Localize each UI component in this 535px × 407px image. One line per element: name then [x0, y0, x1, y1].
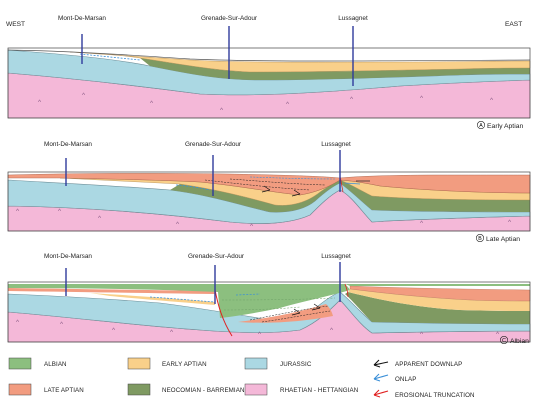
well-label-mont-de-marsan: Mont-De-Marsan [58, 15, 106, 22]
caret-mark: ^ [258, 331, 262, 338]
caption-letter: C [502, 338, 506, 344]
legend-label-neocomian-barremian: NEOCOMIAN - BARREMIAN [162, 387, 245, 394]
legend-swatch-rhaetian-hettangian [244, 383, 268, 396]
caret-mark: ^ [508, 219, 512, 226]
unit-neocomian-barremian [140, 58, 530, 80]
direction-west-label: WEST [6, 21, 25, 28]
well-label-lussagnet: Lussagnet [338, 15, 368, 22]
caret-mark: ^ [176, 221, 180, 228]
panel-late-aptian: Mont-De-Marsan Grenade-Sur-Adour Lussagn… [7, 141, 531, 243]
caret-mark: ^ [98, 215, 102, 222]
legend-label-apparent-downlap: APPARENT DOWNLAP [395, 361, 462, 368]
panel-albian: Mont-De-Marsan Grenade-Sur-Adour Lussagn… [7, 253, 531, 345]
well-label-lussagnet: Lussagnet [321, 253, 351, 260]
caret-mark: ^ [420, 220, 424, 227]
legend-symbol-erosional-truncation [373, 389, 389, 398]
panel-early-aptian: WEST EAST Mont-De-Marsan Grenade-Sur-Ado… [6, 15, 531, 130]
direction-east-label: EAST [505, 21, 522, 28]
caption-letter: B [478, 236, 482, 242]
unit-neocomian-barremian [170, 180, 530, 213]
well-label-grenade-sur-adour: Grenade-Sur-Adour [188, 253, 245, 260]
caret-mark: ^ [150, 100, 154, 107]
legend-swatch-neocomian-barremian [127, 383, 151, 396]
legend-swatch-albian [8, 357, 32, 370]
unit-early-aptian [348, 289, 530, 311]
well-label-mont-de-marsan: Mont-De-Marsan [44, 141, 92, 148]
unit-early-aptian [69, 51, 531, 73]
well-label-mont-de-marsan: Mont-De-Marsan [44, 253, 92, 260]
caret-mark: ^ [170, 329, 174, 336]
caret-mark: ^ [112, 327, 116, 334]
caret-mark: ^ [16, 319, 20, 326]
caret-mark: ^ [350, 96, 354, 103]
legend-swatch-late-aptian [8, 383, 32, 396]
caret-mark: ^ [82, 92, 86, 99]
panel-caption-albian: Albian [510, 338, 529, 345]
caption-letter: A [479, 123, 483, 129]
legend-label-rhaetian-hettangian: RHAETIAN - HETTANGIAN [280, 387, 358, 394]
well-label-lussagnet: Lussagnet [321, 141, 351, 148]
legend-label-onlap: ONLAP [395, 376, 416, 383]
legend: ALBIAN EARLY APTIAN JURASSIC LATE APTIAN… [8, 357, 475, 399]
unit-late-aptian [349, 285, 531, 302]
caret-mark: ^ [330, 327, 334, 334]
well-label-grenade-sur-adour: Grenade-Sur-Adour [201, 15, 258, 22]
legend-symbol-onlap [373, 373, 389, 382]
caret-mark: ^ [420, 331, 424, 338]
caret-mark: ^ [496, 331, 500, 338]
panel-caption-early-aptian: Early Aptian [487, 123, 523, 130]
legend-swatch-early-aptian [127, 357, 151, 370]
caret-mark: ^ [490, 97, 494, 104]
caret-mark: ^ [220, 107, 224, 114]
unit-neocomian-barremian [345, 292, 530, 324]
legend-label-jurassic: JURASSIC [280, 361, 312, 368]
well-label-grenade-sur-adour: Grenade-Sur-Adour [185, 141, 242, 148]
legend-label-early-aptian: EARLY APTIAN [162, 361, 207, 368]
caret-mark: ^ [16, 208, 20, 215]
legend-label-erosional-truncation: EROSIONAL TRUNCATION [395, 392, 475, 399]
caret-mark: ^ [60, 321, 64, 328]
panel-caption-late-aptian: Late Aptian [486, 236, 520, 243]
caret-mark: ^ [420, 95, 424, 102]
caret-mark: ^ [250, 223, 254, 230]
caret-mark: ^ [38, 99, 42, 106]
caret-mark: ^ [58, 208, 62, 215]
legend-label-albian: ALBIAN [44, 361, 67, 368]
caret-mark: ^ [286, 101, 290, 108]
unit-albian [8, 284, 350, 318]
legend-label-late-aptian: LATE APTIAN [44, 387, 84, 394]
legend-swatch-jurassic [244, 357, 268, 370]
legend-symbol-apparent-downlap [373, 359, 389, 368]
